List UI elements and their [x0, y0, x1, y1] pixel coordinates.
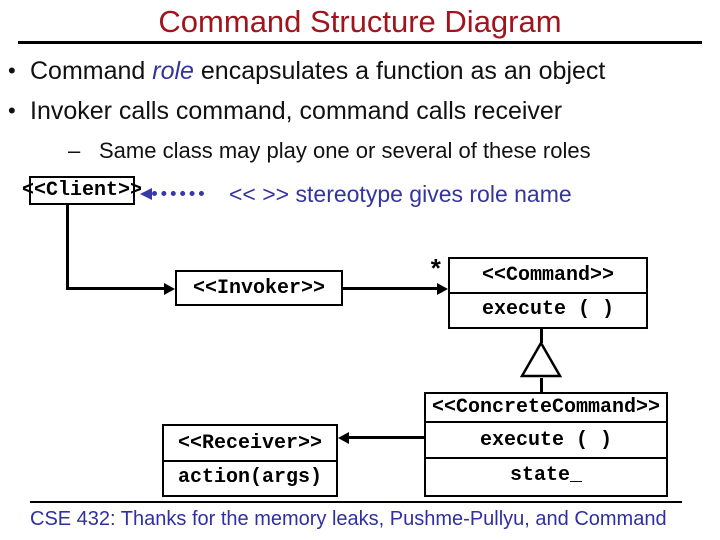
command-label: <<Command>>	[481, 264, 615, 287]
bullet-2-text: Invoker calls command, command calls rec…	[30, 97, 563, 125]
footer-divider	[30, 501, 682, 503]
title-divider	[18, 41, 702, 44]
bullet-command-role: • Command role encapsulates a function as…	[8, 56, 605, 86]
arrowhead-icon	[437, 283, 448, 295]
receiver-method: action(args)	[164, 460, 336, 493]
role-emphasis: role	[152, 57, 194, 85]
invoker-box: <<Invoker>>	[175, 270, 343, 306]
client-label: <<Client>>	[21, 179, 143, 202]
bullet-invoker-calls: • Invoker calls command, command calls re…	[8, 96, 562, 126]
receiver-label: <<Receiver>>	[177, 431, 323, 455]
bullet-1-post: encapsulates a function as an object	[193, 57, 606, 85]
client-connector-vertical	[66, 205, 69, 289]
command-box: <<Command>> execute ( )	[448, 257, 648, 329]
footer-credit: CSE 432: Thanks for the memory leaks, Pu…	[30, 508, 667, 530]
sub-bullet-text: Same class may play one or several of th…	[99, 138, 591, 163]
bullet-1-pre: Command	[30, 57, 153, 85]
dash-icon: –	[68, 138, 81, 163]
invoker-command-line	[343, 287, 439, 290]
multiplicity-star: *	[428, 256, 444, 286]
stereotype-annotation: << >> stereotype gives role name	[229, 181, 572, 207]
client-invoker-line	[66, 287, 166, 290]
receiver-box: <<Receiver>> action(args)	[162, 424, 338, 497]
inheritance-triangle-icon	[519, 341, 563, 378]
note-arrowhead-icon	[140, 188, 152, 200]
concrete-command-label: <<ConcreteCommand>>	[431, 396, 661, 419]
client-box: <<Client>>	[22, 176, 142, 205]
inheritance-stem-top	[540, 329, 543, 343]
inheritance-stem-bottom	[540, 378, 543, 393]
arrowhead-icon	[164, 283, 175, 295]
dotted-note-line	[152, 191, 204, 196]
command-method: execute ( )	[450, 292, 646, 325]
arrowhead-icon	[338, 432, 349, 444]
concrete-receiver-line	[347, 436, 424, 439]
invoker-label: <<Invoker>>	[192, 276, 326, 300]
bullet-icon: •	[8, 98, 16, 123]
bullet-1-text: Command role encapsulates a function as …	[30, 57, 605, 85]
concrete-command-attribute: state_	[426, 457, 666, 491]
concrete-command-method: execute ( )	[426, 421, 666, 457]
page-title: Command Structure Diagram	[158, 4, 562, 39]
sub-bullet-same-class: –Same class may play one or several of t…	[68, 138, 591, 164]
bullet-icon: •	[8, 58, 16, 83]
concrete-command-box: <<ConcreteCommand>> execute ( ) state_	[424, 392, 668, 497]
